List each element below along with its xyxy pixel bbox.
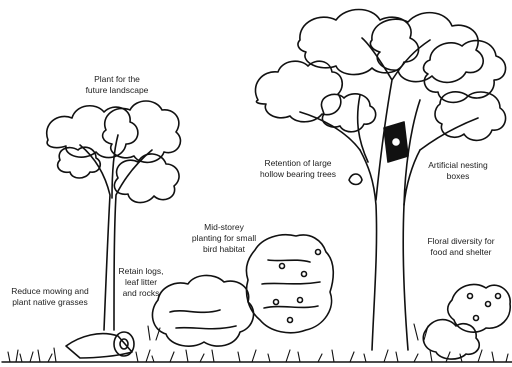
label-line: hollow bearing trees	[248, 169, 348, 180]
label-line: Artificial nesting	[418, 160, 498, 171]
label-line: future landscape	[74, 85, 160, 96]
label-line: planting for small	[180, 233, 268, 244]
label-line: boxes	[418, 171, 498, 182]
label-reduce-mowing: Reduce mowing and plant native grasses	[2, 286, 98, 308]
label-line: Retain logs,	[110, 266, 172, 277]
label-nesting-boxes: Artificial nesting boxes	[418, 160, 498, 182]
label-retain-logs: Retain logs, leaf litter and rocks	[110, 266, 172, 299]
label-midstorey: Mid-storey planting for small bird habit…	[180, 222, 268, 255]
label-line: food and shelter	[414, 247, 508, 258]
floral-shrubs	[423, 284, 510, 359]
label-floral-diversity: Floral diversity for food and shelter	[414, 236, 508, 258]
label-line: Mid-storey	[180, 222, 268, 233]
label-line: leaf litter	[110, 277, 172, 288]
label-line: and rocks	[110, 288, 172, 299]
fallen-log	[66, 332, 134, 358]
label-line: Plant for the	[74, 74, 160, 85]
label-retention-trees: Retention of large hollow bearing trees	[248, 158, 348, 180]
label-line: Retention of large	[248, 158, 348, 169]
label-line: Floral diversity for	[414, 236, 508, 247]
label-line: plant native grasses	[2, 297, 98, 308]
label-line: Reduce mowing and	[2, 286, 98, 297]
label-plant-future: Plant for the future landscape	[74, 74, 160, 96]
label-line: bird habitat	[180, 244, 268, 255]
